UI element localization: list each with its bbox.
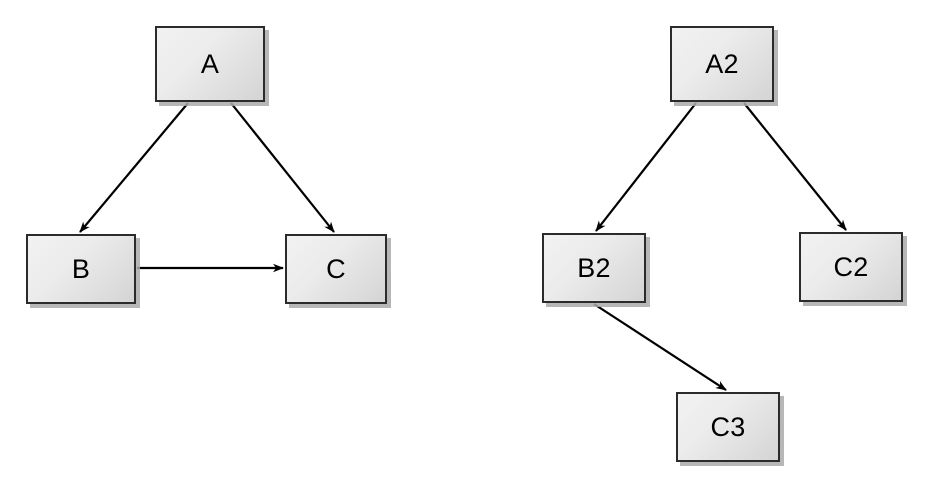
node-label: B xyxy=(71,253,91,284)
node-label: B2 xyxy=(577,252,611,283)
node-label: A xyxy=(200,48,220,79)
node-c3[interactable]: C3 xyxy=(676,392,780,462)
edge-a-to-c xyxy=(230,102,335,233)
edge-a-to-b xyxy=(79,102,189,233)
node-b[interactable]: B xyxy=(26,234,136,304)
node-c2[interactable]: C2 xyxy=(799,232,903,302)
node-c[interactable]: C xyxy=(285,234,387,304)
node-label: C3 xyxy=(710,411,746,442)
node-a2[interactable]: A2 xyxy=(670,26,774,102)
edge-b2-to-c3 xyxy=(593,303,727,391)
node-label: C2 xyxy=(833,251,869,282)
edge-a2-to-c2 xyxy=(743,102,847,231)
node-label: C xyxy=(326,253,346,284)
edges-group xyxy=(79,102,847,391)
edge-a2-to-b2 xyxy=(595,102,697,232)
node-a[interactable]: A xyxy=(155,26,265,102)
node-b2[interactable]: B2 xyxy=(542,233,646,303)
node-label: A2 xyxy=(705,48,739,79)
